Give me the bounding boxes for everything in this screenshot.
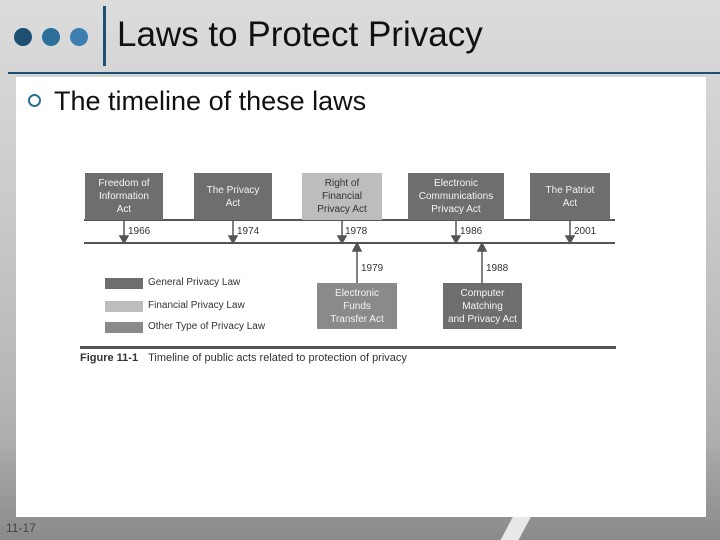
dot-icon [70, 28, 88, 46]
slide-title: Laws to Protect Privacy [117, 15, 483, 55]
bullet-text: The timeline of these laws [54, 86, 366, 117]
slide-header: Laws to Protect Privacy [0, 0, 720, 76]
bullet-icon [28, 94, 41, 107]
title-divider [103, 6, 106, 66]
content-panel: The timeline of these laws [16, 77, 706, 517]
slide-number: 11-17 [6, 521, 36, 535]
decorative-dots [14, 28, 88, 46]
header-rule [8, 72, 720, 74]
dot-icon [14, 28, 32, 46]
dot-icon [42, 28, 60, 46]
